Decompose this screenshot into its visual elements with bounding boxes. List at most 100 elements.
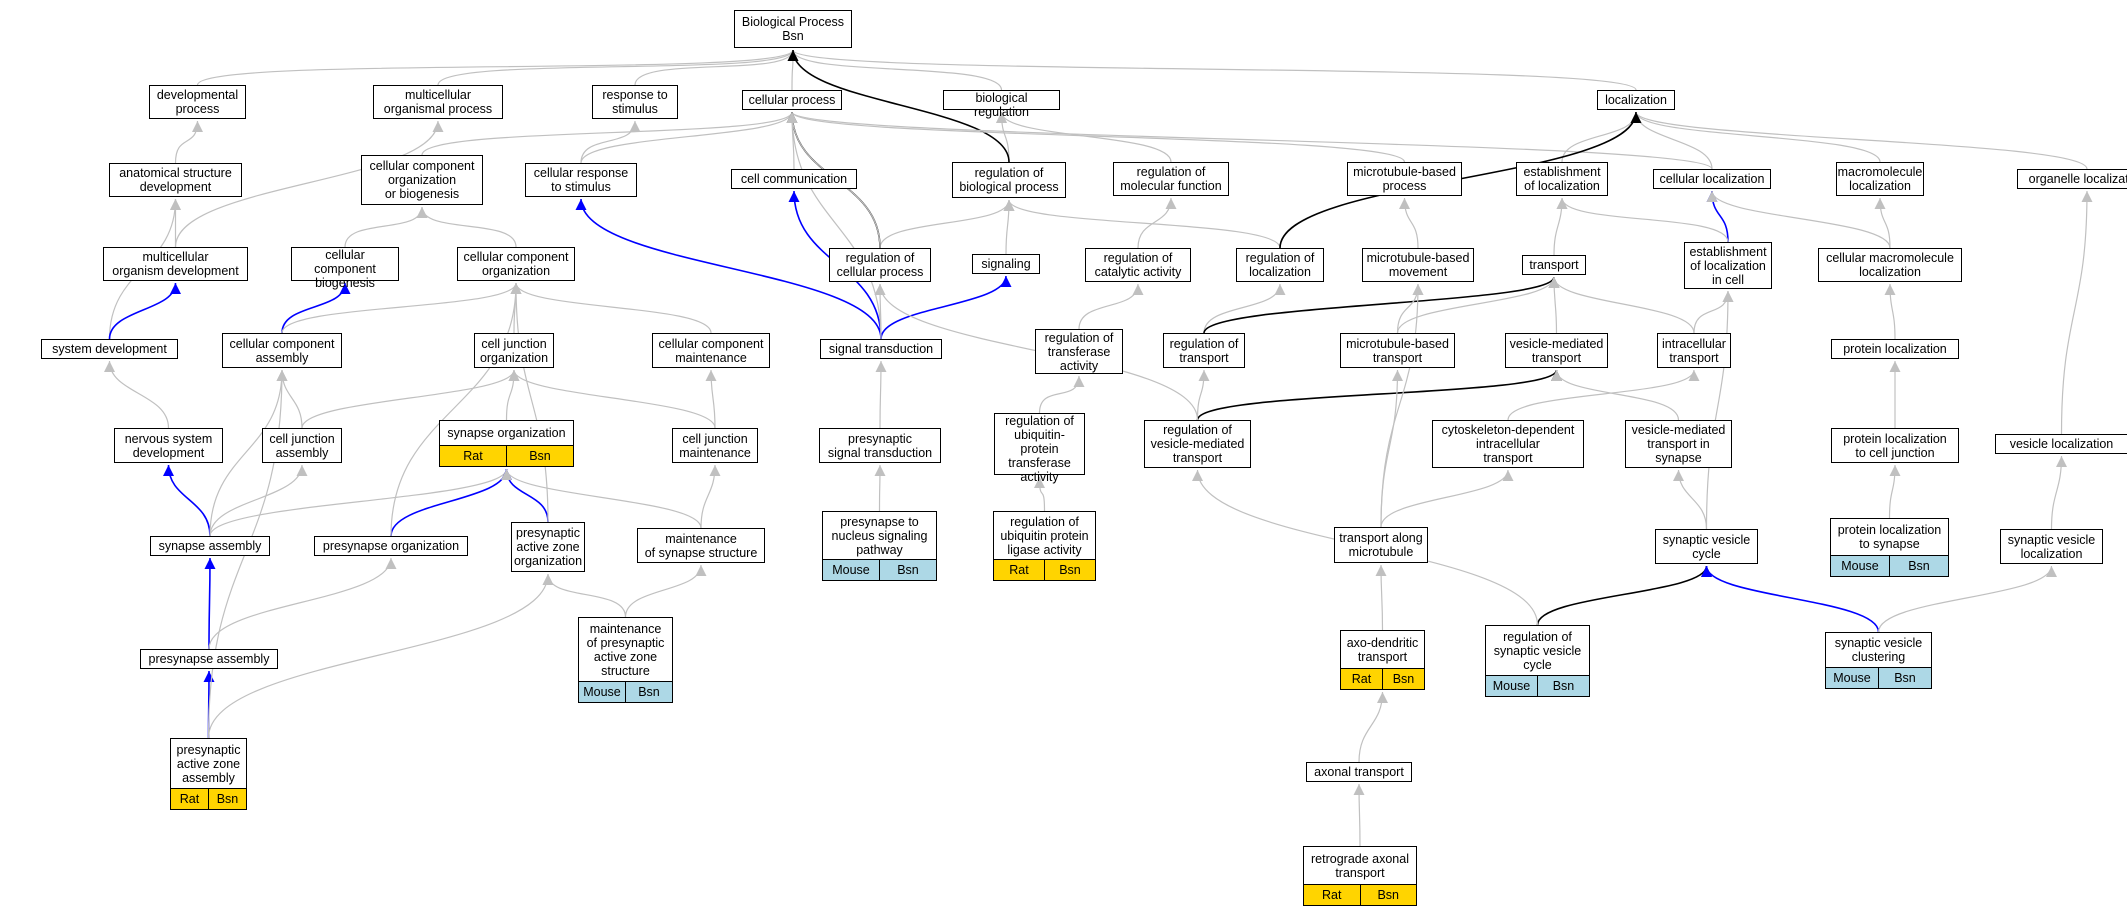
edge-st-to-sig [880, 275, 1012, 340]
node-label: regulation of cellular process [836, 251, 924, 279]
node-eolc[interactable]: establishment of localization in cell [1684, 242, 1772, 289]
node-rupla[interactable]: regulation of ubiquitin protein ligase a… [993, 511, 1096, 581]
node-label: presynapse assembly [148, 652, 270, 666]
node-pst[interactable]: presynaptic signal transduction [819, 428, 941, 463]
edge-mss-to-cjm [700, 464, 721, 529]
node-vmts[interactable]: vesicle-mediated transport in synapse [1625, 420, 1732, 468]
node-label: cellular component maintenance [658, 336, 764, 365]
node-label: transport [1529, 258, 1579, 272]
node-mloc[interactable]: macromolecule localization [1836, 162, 1924, 196]
node-mpazs[interactable]: maintenance of presynaptic active zone s… [578, 617, 673, 703]
node-label: protein localization [1843, 342, 1947, 356]
node-mtbp[interactable]: microtubule-based process [1347, 162, 1462, 196]
edge-sa-to-nsd [163, 464, 211, 537]
edge-po-to-so [390, 468, 512, 537]
node-vmt[interactable]: vesicle-mediated transport [1505, 333, 1608, 368]
node-multi[interactable]: multicellular organismal process [373, 85, 503, 119]
node-rvmt[interactable]: regulation of vesicle-mediated transport [1144, 420, 1251, 468]
node-rtrans[interactable]: regulation of transport [1163, 333, 1245, 368]
node-cp[interactable]: cellular process [742, 90, 842, 110]
node-label: regulation of vesicle-mediated transport [1150, 423, 1245, 465]
node-cdit[interactable]: cytoskeleton-dependent intracellular tra… [1432, 420, 1584, 468]
node-bioreg[interactable]: biological regulation [943, 90, 1060, 119]
edge-loc-to-bp [787, 49, 1637, 91]
node-cloc[interactable]: cellular localization [1653, 169, 1771, 189]
node-mtbt[interactable]: microtubule-based transport [1340, 333, 1455, 368]
node-plcj[interactable]: protein localization to cell junction [1831, 428, 1959, 463]
node-cca[interactable]: cellular component assembly [222, 333, 342, 368]
node-mtbm[interactable]: microtubule-based movement [1362, 248, 1474, 282]
node-sysdev[interactable]: system development [41, 339, 178, 359]
node-svc[interactable]: synaptic vesicle cycle [1655, 529, 1758, 564]
node-mss[interactable]: maintenance of synapse structure [637, 528, 765, 563]
node-ploc[interactable]: protein localization [1831, 339, 1959, 359]
node-rta[interactable]: regulation of transferase activity [1035, 329, 1123, 374]
node-ccob[interactable]: cellular component organization or bioge… [361, 155, 483, 205]
edge-cml-to-cloc [1706, 190, 1891, 249]
node-at[interactable]: axonal transport [1306, 762, 1412, 782]
node-pa[interactable]: presynapse assembly [140, 649, 278, 669]
node-ict[interactable]: intracellular transport [1657, 333, 1731, 368]
node-pazo[interactable]: presynaptic active zone organization [511, 522, 585, 572]
node-st[interactable]: signal transduction [820, 339, 942, 359]
node-rloc[interactable]: regulation of localization [1236, 248, 1324, 282]
edge-tam-to-cdit [1380, 469, 1514, 528]
node-mod[interactable]: multicellular organism development [103, 247, 248, 281]
species-tag: Bsn [1382, 669, 1424, 689]
node-tam[interactable]: transport along microtubule [1334, 527, 1428, 563]
node-dev[interactable]: developmental process [149, 85, 246, 119]
node-cml[interactable]: cellular macromolecule localization [1818, 248, 1962, 282]
node-cco[interactable]: cellular component organization [457, 247, 575, 281]
node-eol[interactable]: establishment of localization [1516, 162, 1608, 196]
node-rca[interactable]: regulation of catalytic activity [1085, 248, 1191, 282]
node-po[interactable]: presynapse organization [314, 536, 468, 556]
node-cc[interactable]: cell communication [731, 169, 857, 189]
node-trans[interactable]: transport [1522, 255, 1586, 275]
edge-cp-to-bp [787, 49, 799, 91]
species-tag: Rat [179, 792, 200, 806]
node-bp[interactable]: Biological Process Bsn [734, 10, 852, 48]
node-oloc[interactable]: organelle localization [2017, 169, 2127, 189]
node-asd[interactable]: anatomical structure development [109, 163, 242, 197]
node-crs[interactable]: cellular response to stimulus [525, 163, 637, 197]
species-tag: Rat [1009, 563, 1029, 577]
node-cja[interactable]: cell junction assembly [262, 428, 342, 463]
edge-rta-to-rca [1078, 283, 1144, 330]
node-sa[interactable]: synapse assembly [150, 536, 270, 556]
species-tag: Bsn [506, 446, 573, 466]
node-resp[interactable]: response to stimulus [592, 85, 678, 119]
node-rbp[interactable]: regulation of biological process [952, 162, 1066, 198]
node-vloc[interactable]: vesicle localization [1995, 434, 2127, 454]
species-tag: Bsn [625, 682, 672, 702]
species-tag: Bsn [1889, 556, 1948, 576]
species-tag: Rat [1322, 888, 1342, 902]
node-ccb[interactable]: cellular component biogenesis [291, 247, 399, 290]
node-label: synaptic vesicle cycle [1662, 532, 1751, 561]
node-ccm[interactable]: cellular component maintenance [652, 333, 770, 368]
node-sig[interactable]: signaling [972, 254, 1040, 274]
edge-resp-to-bp [634, 49, 799, 86]
node-ruta[interactable]: regulation of ubiquitin-protein transfer… [994, 413, 1085, 484]
node-label: anatomical structure development [119, 166, 232, 194]
node-loc[interactable]: localization [1597, 90, 1675, 110]
node-cjm[interactable]: cell junction maintenance [672, 428, 758, 463]
node-label: cellular component organization [463, 250, 569, 278]
node-rcp[interactable]: regulation of cellular process [829, 248, 931, 282]
node-cjo[interactable]: cell junction organization [474, 333, 554, 368]
node-nsd[interactable]: nervous system development [114, 428, 223, 463]
node-svl[interactable]: synaptic vesicle localization [2000, 529, 2103, 564]
edge-cja-to-cca [276, 369, 303, 429]
node-rmf[interactable]: regulation of molecular function [1113, 162, 1229, 196]
node-label: regulation of transferase activity [1044, 330, 1114, 373]
